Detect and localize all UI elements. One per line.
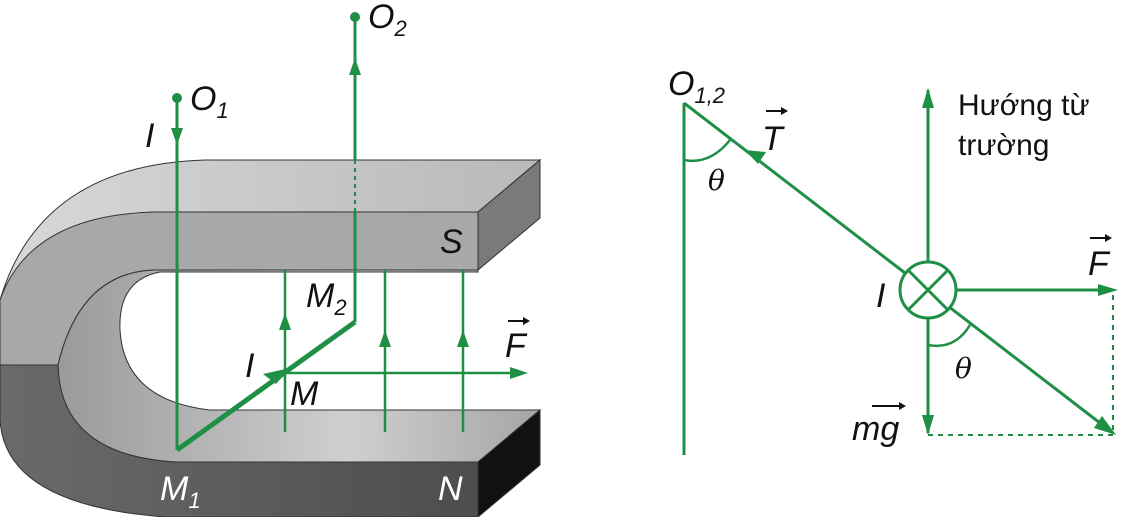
label-tension: T (762, 120, 785, 158)
label-force: F (505, 327, 528, 365)
label-weight: mg (852, 410, 899, 448)
label-o12: O1,2 (668, 65, 725, 108)
current-arrow-up (349, 58, 361, 75)
label-theta-top: θ (708, 164, 725, 197)
label-n-pole: N (438, 470, 463, 508)
label-field-direction-line1: Hướng từ (958, 89, 1090, 122)
label-m2: M2 (306, 277, 347, 320)
pivot-o1 (172, 93, 182, 103)
field-arrow-2 (379, 330, 391, 347)
label-current-rod: I (245, 347, 255, 385)
vector-arrow-f-right (1090, 234, 1112, 242)
rod-m1-m2 (175, 319, 357, 453)
current-arrow-down (171, 128, 183, 145)
field-arrow-3 (457, 330, 469, 347)
resultant-arrow (1094, 416, 1116, 435)
circuit (171, 12, 528, 453)
label-o2: O2 (368, 0, 407, 41)
weight-arrow (922, 415, 934, 435)
force-f-arrow (1098, 284, 1118, 296)
label-theta-bottom: θ (955, 352, 972, 385)
label-o1: O1 (190, 80, 229, 123)
label-current-right: I (876, 277, 886, 315)
label-s-pole: S (440, 223, 463, 261)
label-field-direction-line2: trường (958, 129, 1049, 162)
theta-arc-bottom (927, 324, 972, 348)
cross-line-2 (907, 269, 949, 311)
vector-arrow-t (766, 107, 788, 115)
right-labels: O1,2 T θ θ I F mg Hướng từ trường (668, 65, 1112, 448)
label-current-wire: I (145, 117, 155, 155)
label-force-right: F (1088, 245, 1111, 283)
field-arrow-1 (279, 313, 291, 330)
label-m1: M1 (160, 470, 201, 513)
vector-arrow-f-left (508, 317, 530, 325)
tension-arrow (745, 150, 766, 164)
magnet-n-pole-end (477, 408, 541, 517)
label-m: M (290, 375, 319, 413)
left-labels: O1 O2 I I S N M1 M2 M F (145, 0, 530, 513)
theta-arc-top (683, 139, 731, 163)
magnet-lower-arm-front (0, 364, 479, 517)
rod-current-arrow (263, 368, 290, 384)
vector-arrow-mg (872, 402, 906, 410)
force-diagram (682, 88, 1118, 455)
magnet-s-pole-end (477, 158, 541, 272)
field-direction-arrow (922, 88, 934, 108)
pivot-o2 (350, 12, 360, 22)
horseshoe-magnet (0, 158, 542, 517)
magnet-inner-surface (57, 269, 542, 463)
force-arrow (510, 367, 528, 379)
